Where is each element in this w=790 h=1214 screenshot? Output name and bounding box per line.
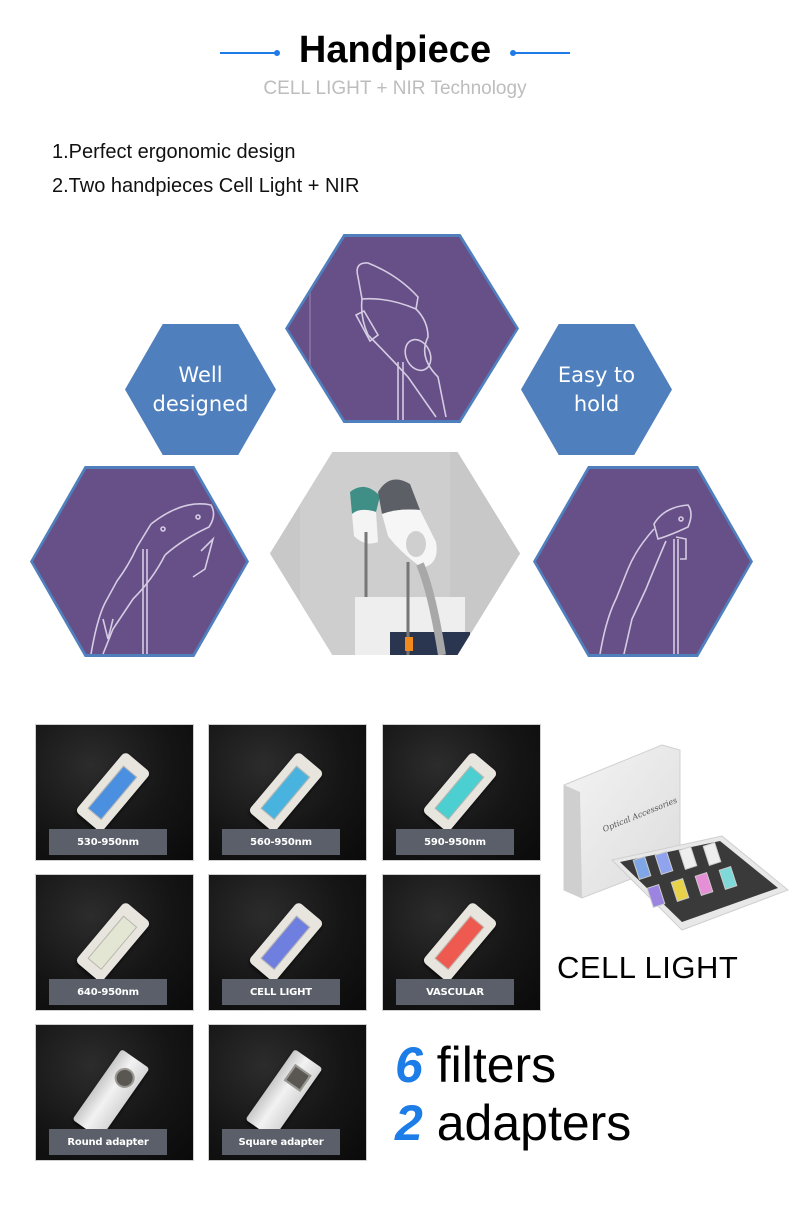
title-line-left xyxy=(220,52,276,54)
hex-sketch-right xyxy=(533,466,753,657)
adapter-label: Round adapter xyxy=(49,1129,167,1155)
feature-item-2: 2.Two handpieces Cell Light + NIR xyxy=(52,175,360,197)
filters-count-number: 6 xyxy=(395,1037,423,1093)
filters-count: 6 filters xyxy=(395,1036,556,1094)
hex-sketch-top xyxy=(285,234,519,423)
filter-label: CELL LIGHT xyxy=(222,979,340,1005)
filter-image xyxy=(247,901,325,983)
adapter-tile-square: Square adapter xyxy=(208,1024,367,1161)
title-dot-left xyxy=(274,50,280,56)
page-title: Handpiece xyxy=(298,29,492,71)
filter-image xyxy=(74,751,152,833)
filter-label: 530-950nm xyxy=(49,829,167,855)
adapter-label: Square adapter xyxy=(222,1129,340,1155)
hex-label-line1: Well xyxy=(178,362,223,387)
feature-item-1: 1.Perfect ergonomic design xyxy=(52,141,296,163)
hex-label-easy-to-hold: Easy to hold xyxy=(521,324,672,455)
filter-image xyxy=(421,751,499,833)
adapter-image xyxy=(245,1049,323,1139)
filter-tile-530-950: 530-950nm xyxy=(35,724,194,861)
title-line-right xyxy=(514,52,570,54)
filter-image xyxy=(247,751,325,833)
adapter-tile-round: Round adapter xyxy=(35,1024,194,1161)
optical-accessories-box-image: Optical Accessories xyxy=(563,744,789,931)
adapters-count-number: 2 xyxy=(395,1095,423,1151)
filter-label: 640-950nm xyxy=(49,979,167,1005)
filter-label: 590-950nm xyxy=(396,829,514,855)
title-dot-right xyxy=(510,50,516,56)
adapters-count: 2 adapters xyxy=(395,1094,631,1152)
hex-label-line2: designed xyxy=(152,391,249,416)
device-photo-image xyxy=(270,452,520,655)
filter-label: 560-950nm xyxy=(222,829,340,855)
hex-sketch-left xyxy=(30,466,249,657)
adapter-image xyxy=(72,1049,150,1139)
filter-tile-640-950: 640-950nm xyxy=(35,874,194,1011)
hex-device-photo xyxy=(270,452,520,655)
hex-label-line1: Easy to xyxy=(557,362,636,387)
kit-label: CELL LIGHT xyxy=(557,950,739,985)
filter-tile-560-950: 560-950nm xyxy=(208,724,367,861)
handpiece-sketch-icon xyxy=(309,247,447,420)
hex-label-well-designed: Well designed xyxy=(125,324,276,455)
handpiece-sketch-icon xyxy=(90,503,215,654)
filter-tile-cell-light: CELL LIGHT xyxy=(208,874,367,1011)
page-subtitle: CELL LIGHT + NIR Technology xyxy=(263,78,527,99)
filters-count-text: filters xyxy=(436,1037,557,1093)
filter-image xyxy=(74,901,152,983)
adapters-count-text: adapters xyxy=(436,1095,632,1151)
handpiece-sketch-icon xyxy=(599,504,692,654)
hex-label-line2: hold xyxy=(573,391,620,416)
filter-image xyxy=(421,901,499,983)
filter-label: VASCULAR xyxy=(396,979,514,1005)
filter-tile-vascular: VASCULAR xyxy=(382,874,541,1011)
filter-tile-590-950: 590-950nm xyxy=(382,724,541,861)
